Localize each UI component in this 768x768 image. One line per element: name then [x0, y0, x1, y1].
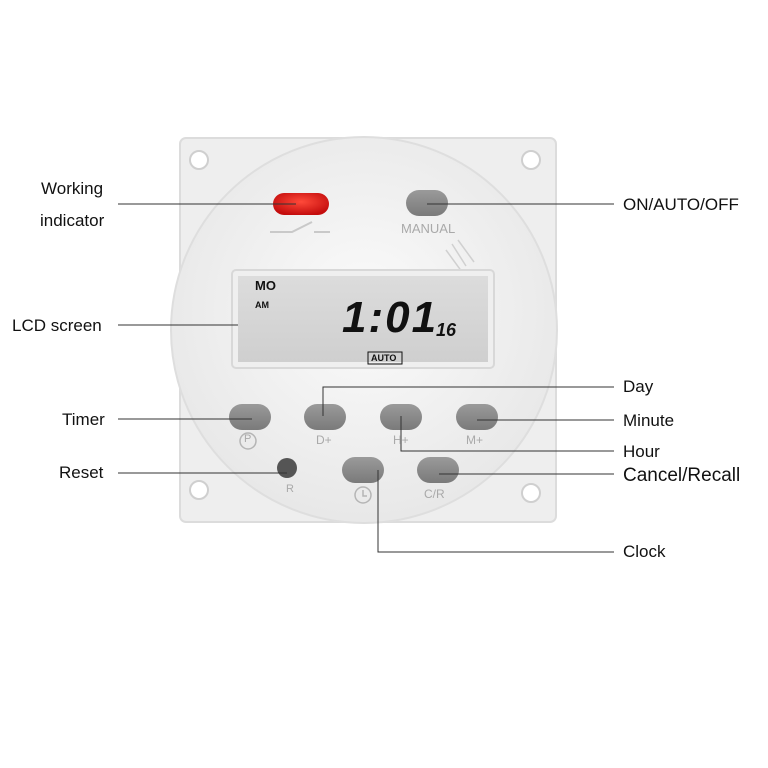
switch-symbol-icon [270, 221, 330, 233]
lcd-auto-box [367, 351, 403, 365]
callout-lcd-screen: LCD screen [12, 316, 102, 335]
mounting-hole-bottom-left [189, 480, 209, 500]
callout-day: Day [623, 377, 654, 396]
timer-button[interactable] [229, 404, 271, 430]
callout-on-auto-off: ON/AUTO/OFF [623, 195, 739, 214]
mounting-hole-bottom-right [521, 483, 541, 503]
lcd-meridiem: AM [255, 300, 269, 310]
reset-button-label: R [286, 483, 294, 495]
day-button-label: D+ [316, 433, 332, 447]
lcd-screen [238, 276, 488, 362]
manual-label: MANUAL [401, 221, 456, 236]
day-button[interactable] [304, 404, 346, 430]
lcd-day: MO [255, 278, 276, 293]
callout-minute: Minute [623, 411, 675, 430]
reset-button[interactable] [277, 458, 297, 478]
working-indicator-led [273, 193, 329, 215]
timer-button-label: P [244, 433, 252, 445]
clock-button[interactable] [342, 457, 384, 483]
callout-lines [118, 203, 614, 553]
line-hour [400, 416, 614, 452]
callout-reset: Reset [59, 463, 104, 482]
callout-clock: Clock [623, 542, 666, 561]
cancel-button-label: C/R [424, 487, 445, 501]
minute-button[interactable] [456, 404, 498, 430]
cancel-recall-button[interactable] [417, 457, 459, 483]
callout-working-indicator-line1: Working [41, 179, 104, 198]
mounting-hole-top-left [189, 150, 209, 170]
lcd-mode: AUTO [371, 353, 397, 363]
callout-cancel-recall: Cancel/Recall [623, 465, 741, 486]
minute-button-label: M+ [466, 433, 484, 447]
clock-icon [354, 486, 372, 504]
clock-hands-icon [362, 490, 367, 497]
hour-button-label: H+ [393, 433, 409, 447]
timer-p-circle-icon [239, 432, 257, 450]
callout-working-indicator-line2: indicator [40, 211, 105, 230]
line-clock [377, 470, 614, 553]
callout-hour: Hour [623, 442, 660, 461]
mounting-hole-top-right [521, 150, 541, 170]
callout-timer: Timer [62, 410, 105, 429]
lcd-time: 1:01 [342, 293, 439, 342]
line-day [322, 386, 614, 416]
lcd-seconds: 16 [436, 320, 457, 340]
manual-switch-button[interactable] [406, 190, 448, 216]
